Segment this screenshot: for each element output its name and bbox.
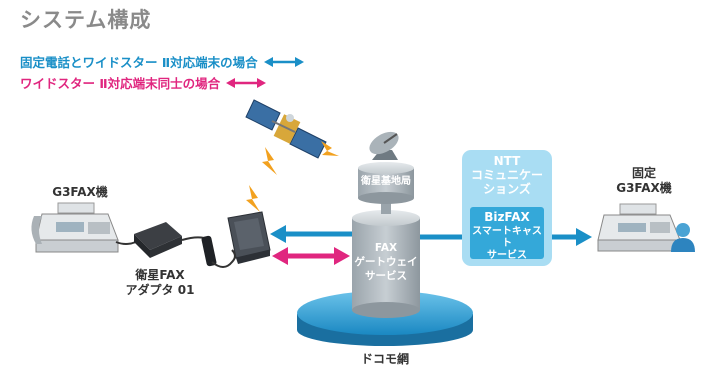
bizfax-line1: スマートキャスト: [472, 226, 542, 249]
ntt-label-line3: ションズ: [483, 182, 531, 196]
base-station-cylinder: [358, 162, 414, 214]
widestar-terminal-icon: [227, 211, 271, 264]
ntt-label-line2: コミュニケー: [470, 168, 543, 182]
fax-machine-left-icon: [31, 202, 119, 253]
fax-gateway-label: FAX ゲートウェイ サービス: [352, 241, 420, 283]
fixed-fax-line1: 固定: [631, 166, 656, 180]
double-arrow-blue-icon: [263, 56, 304, 67]
adapter-label-line1: 衛星FAX: [135, 268, 185, 282]
satellite-dish-icon: [369, 131, 399, 160]
adapter-box-icon: [134, 222, 182, 258]
g3fax-left-label: G3FAX機: [52, 185, 108, 199]
fax-gateway-line3: サービス: [365, 270, 407, 282]
docomo-network-disk: [297, 291, 473, 346]
fax-machine-right-icon: [597, 203, 681, 252]
fax-gateway-cylinder: [352, 210, 420, 318]
arrow-blue-left: [270, 225, 352, 243]
bizfax-subtitle: スマートキャスト サービス: [470, 226, 544, 262]
arrow-blue-right: [552, 228, 592, 246]
fax-gateway-line1: FAX: [374, 242, 398, 254]
fixed-fax-label: 固定 G3FAX機: [604, 166, 684, 196]
legend-widestar: ワイドスター Ⅱ対応端末同士の場合: [20, 73, 267, 92]
legend-fixed-label: 固定電話とワイドスター Ⅱ対応端末の場合: [20, 55, 258, 70]
fixed-fax-line2: G3FAX機: [616, 181, 672, 195]
cable-adapter-terminal: [181, 236, 205, 241]
ntt-label-line1: NTT: [493, 154, 521, 168]
arrow-pink-double: [272, 247, 350, 265]
bizfax-line2: サービス: [487, 250, 527, 261]
bizfax-box: [470, 207, 544, 259]
base-station-label: 衛星基地局: [361, 176, 411, 187]
legend-fixed: 固定電話とワイドスター Ⅱ対応端末の場合: [20, 52, 304, 71]
legend-widestar-label: ワイドスター Ⅱ対応端末同士の場合: [20, 76, 221, 91]
wireless-signal-icon: [246, 141, 339, 212]
fax-gateway-line2: ゲートウェイ: [354, 256, 418, 268]
page-title: システム構成: [20, 8, 152, 32]
satellite-icon: [245, 99, 327, 159]
adapter-label: 衛星FAX アダプタ 01: [120, 268, 200, 298]
double-arrow-pink-icon: [226, 77, 267, 88]
bizfax-title: BizFAX: [484, 210, 530, 224]
person-icon: [671, 223, 695, 252]
cable-fax-adapter: [115, 241, 137, 245]
adapter-label-line2: アダプタ 01: [125, 283, 195, 297]
handset-icon: [201, 235, 236, 268]
docomo-network-label: ドコモ網: [360, 352, 409, 366]
ntt-label: NTT コミュニケー ションズ: [462, 154, 552, 196]
